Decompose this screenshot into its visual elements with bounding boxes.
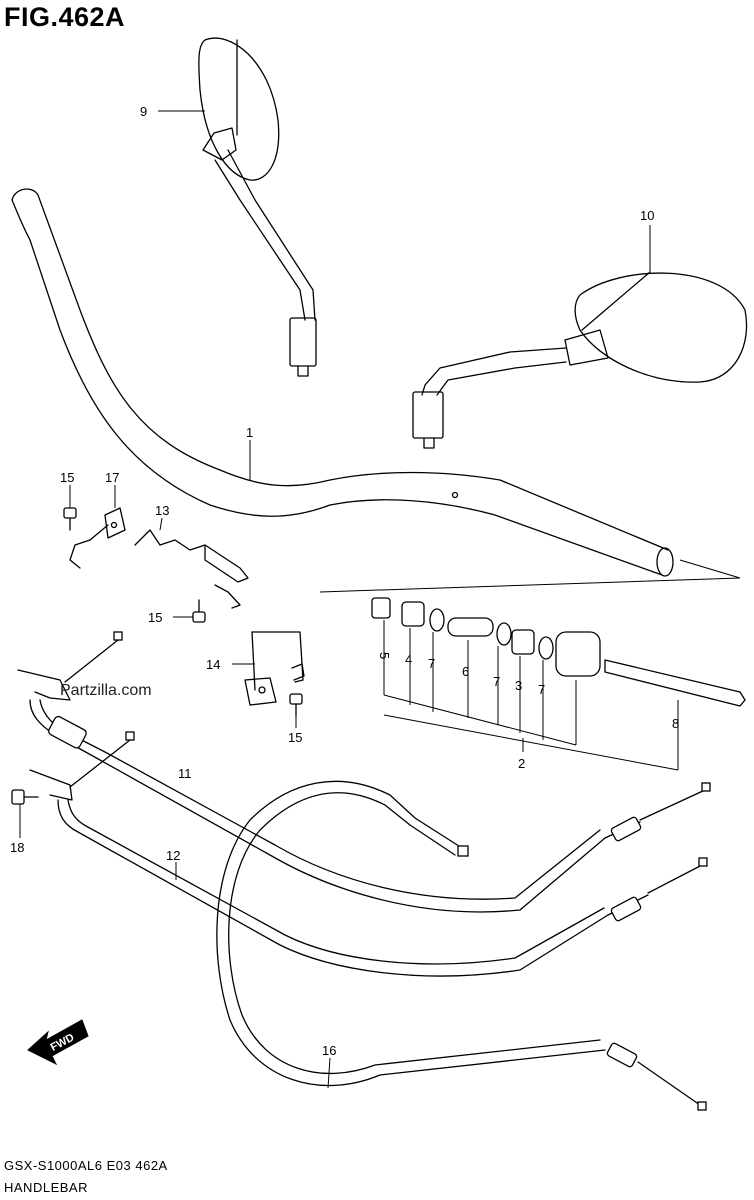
figure-name: HANDLEBAR: [4, 1180, 88, 1195]
throttle-cable-11[interactable]: [17, 631, 711, 913]
cable-clamps[interactable]: [11, 507, 305, 805]
callout-10: 10: [640, 208, 654, 223]
figure-title: FIG.462A: [4, 2, 126, 32]
watermark: Partzilla.com: [60, 682, 152, 699]
clutch-cable-16[interactable]: [216, 780, 707, 1111]
callout-6: 6: [462, 664, 469, 679]
mirror-left[interactable]: [198, 37, 317, 377]
callout-7c: 7: [538, 682, 545, 697]
callout-15a: 15: [60, 470, 74, 485]
callout-3: 3: [515, 678, 522, 693]
callout-2: 2: [518, 756, 525, 771]
handlebar[interactable]: [11, 188, 674, 577]
callout-1: 1: [246, 425, 253, 440]
fwd-arrow: FWD: [27, 1019, 89, 1066]
callout-17: 17: [105, 470, 119, 485]
callout-12: 12: [166, 848, 180, 863]
callout-9: 9: [140, 104, 147, 119]
mirror-right[interactable]: [412, 271, 748, 449]
callout-4: 4: [405, 652, 412, 667]
callout-16: 16: [322, 1043, 336, 1058]
callout-5: 5: [377, 652, 392, 659]
callout-15c: 15: [288, 730, 302, 745]
callout-15b: 15: [148, 610, 162, 625]
callout-7b: 7: [493, 674, 500, 689]
callout-leaders: [19, 110, 651, 1089]
callout-14: 14: [206, 657, 220, 672]
callout-13: 13: [155, 503, 169, 518]
bar-end-assembly[interactable]: [319, 559, 746, 771]
callout-7a: 7: [428, 656, 435, 671]
figure-code: GSX-S1000AL6 E03 462A: [4, 1158, 168, 1173]
callout-18: 18: [10, 840, 24, 855]
callout-numbers: 9 10 1 15 17 13 15 5 4 7 6 7 3 7 8 2 14 …: [10, 104, 679, 1058]
callout-8: 8: [672, 716, 679, 731]
throttle-cable-12[interactable]: [29, 731, 708, 977]
callout-11: 11: [178, 766, 192, 781]
